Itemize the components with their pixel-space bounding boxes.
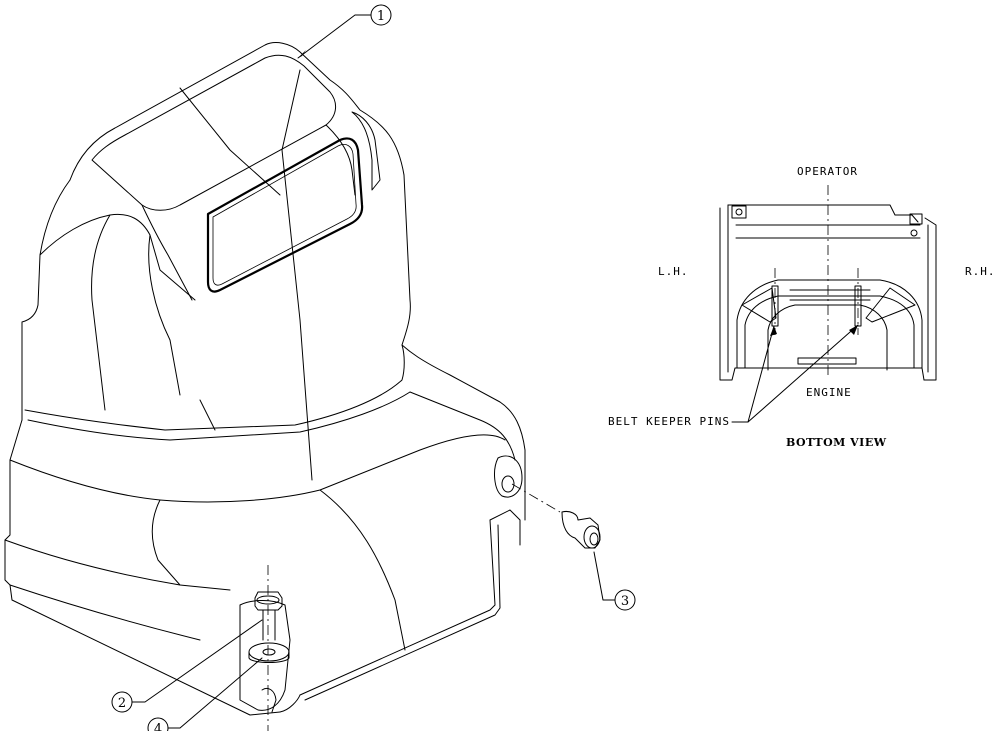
engine-label: ENGINE [806,386,852,399]
right-hand-label: R.H. [965,265,996,278]
callout-3: 3 [593,551,636,611]
callout-2: 2 [111,619,263,713]
callout-4-number: 4 [154,722,162,731]
left-hand-label: L.H. [658,265,689,278]
callout-3-number: 3 [621,594,629,609]
operator-label: OPERATOR [797,165,858,178]
seat-cover-body [4,42,526,716]
belt-keeper-pins-label: BELT KEEPER PINS [608,415,730,428]
centerline-pin [511,483,561,513]
bottom-view-title: BOTTOM VIEW [786,436,887,449]
callout-1: 1 [297,4,392,59]
bolt-2 [254,591,283,641]
washer-4 [248,642,290,663]
callout-1-number: 1 [377,9,385,24]
bottom-view-drawing [719,185,937,423]
push-pin-3 [561,511,601,549]
callout-2-number: 2 [118,696,126,711]
callout-4: 4 [147,657,263,731]
